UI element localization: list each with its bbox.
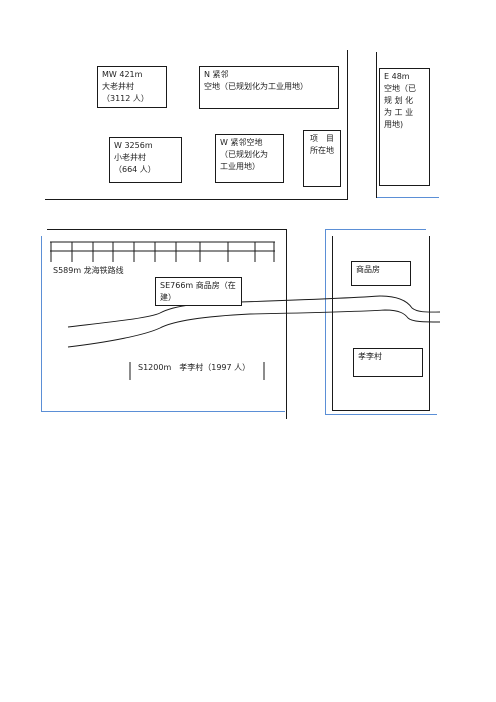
mw-village-name: 大老井村 xyxy=(102,82,134,91)
east-frame-left-line xyxy=(376,52,377,198)
mw-village-box: MW 421m 大老井村 （3112 人） xyxy=(97,66,167,108)
east-frame-bottom-line xyxy=(377,197,439,198)
bottom-frame-left-line xyxy=(41,236,42,412)
w-distance: W 3256m xyxy=(114,141,153,150)
s1200-label: S1200m 孝李村（1997 人） xyxy=(138,363,251,372)
right-panel-top-line xyxy=(326,229,426,230)
project-line2: 所在地 xyxy=(310,146,334,155)
se-line1: SE766m 商品房（在 xyxy=(160,281,236,290)
n-land-box: N 紧邻 空地（已规划化为工业用地） xyxy=(199,66,339,109)
s1200-marker xyxy=(129,362,265,380)
right-panel-bottom-line xyxy=(325,414,437,415)
e-distance: E 48m xyxy=(384,72,410,81)
se-line2: 建） xyxy=(160,293,176,302)
w-land-line3: 工业用地） xyxy=(220,162,260,171)
se-commercial-box: SE766m 商品房（在 建） xyxy=(155,277,242,306)
mw-distance: MW 421m xyxy=(102,70,143,79)
w-village-box: W 3256m 小老井村 （664 人） xyxy=(109,137,182,183)
bottom-frame-top-line xyxy=(47,229,287,230)
xiaoli-village-label: 孝李村 xyxy=(358,352,382,361)
project-line1: 项 目 xyxy=(310,134,334,143)
railway-label: S589m 龙海铁路线 xyxy=(52,265,125,277)
commercial-housing-box: 商品房 xyxy=(351,261,411,286)
project-site-box: 项 目 所在地 xyxy=(303,130,341,187)
w-land-line2: （已规划化为 xyxy=(220,150,268,159)
right-inner-left-line xyxy=(332,236,333,411)
n-description: 空地（已规划化为工业用地） xyxy=(204,82,308,91)
right-inner-right-line xyxy=(429,236,430,411)
right-inner-bottom-line xyxy=(332,410,430,411)
w-land-box: W 紧邻空地 （已规划化为 工业用地） xyxy=(215,134,284,183)
e-line5: 用地) xyxy=(384,120,404,129)
bottom-frame-bottom-line xyxy=(41,411,285,412)
bottom-frame-right-line xyxy=(286,229,287,419)
right-panel-left-line xyxy=(325,229,326,415)
w-land-line1: W 紧邻空地 xyxy=(220,138,263,147)
commercial-housing-label: 商品房 xyxy=(356,265,380,274)
top-frame-right-line xyxy=(347,50,348,200)
railway-track xyxy=(50,241,275,262)
w-village-name: 小老井村 xyxy=(114,153,146,162)
e-line3: 规 划 化 xyxy=(384,96,414,105)
road xyxy=(67,295,441,348)
top-frame-bottom-line xyxy=(45,199,348,200)
e-line2: 空地（已 xyxy=(384,84,416,93)
mw-population: （3112 人） xyxy=(102,94,149,103)
w-population: （664 人） xyxy=(114,165,156,174)
e-land-box: E 48m 空地（已 规 划 化 为 工 业 用地) xyxy=(379,68,430,186)
xiaoli-village-box: 孝李村 xyxy=(353,348,423,377)
n-direction: N 紧邻 xyxy=(204,70,229,79)
e-line4: 为 工 业 xyxy=(384,108,414,117)
